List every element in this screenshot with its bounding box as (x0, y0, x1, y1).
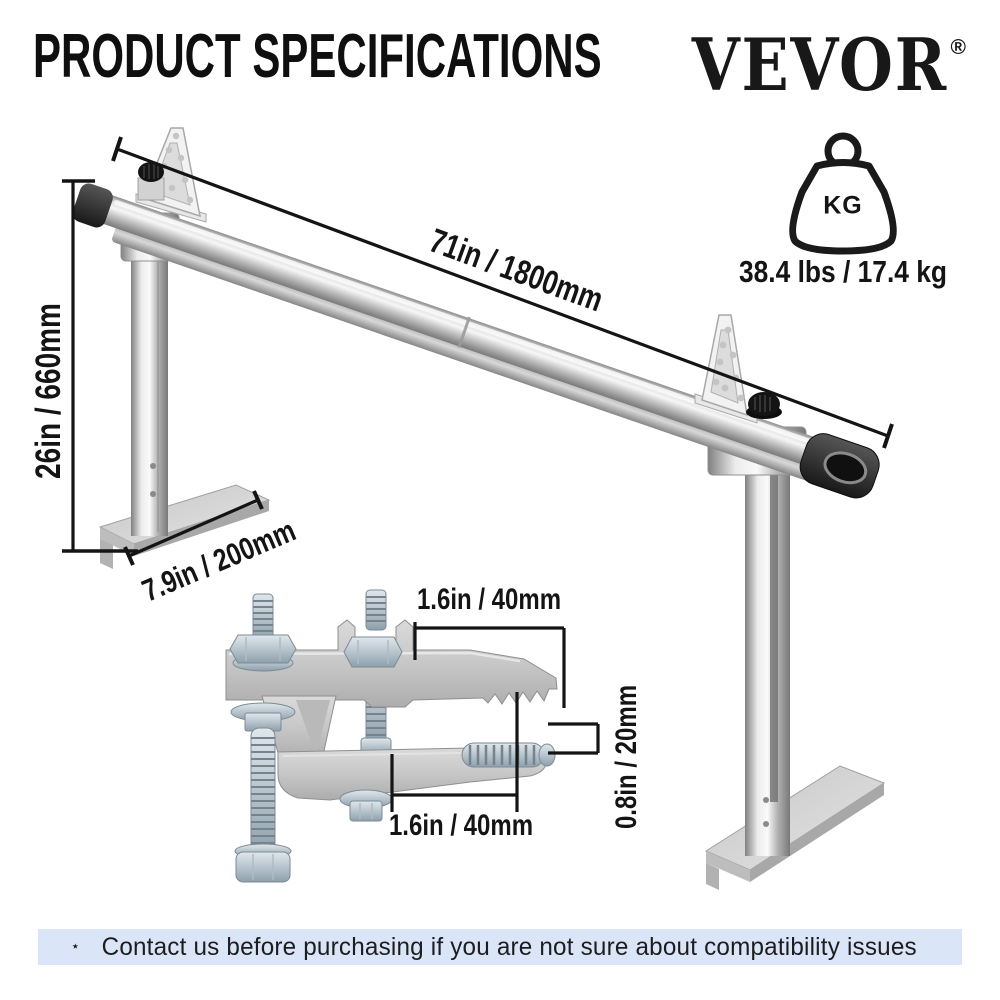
right-end-cap (799, 433, 880, 499)
rack-illustration (72, 127, 886, 890)
registered-trademark-symbol: ® (950, 36, 966, 59)
weight-value: 38.4 lbs / 17.4 kg (739, 254, 947, 289)
left-end-cap (72, 183, 113, 228)
kg-unit-label: KG (823, 191, 863, 220)
dimension-line-jaw-opening (548, 722, 600, 755)
right-adjust-knob (746, 392, 782, 419)
clamp-left-bolt (229, 634, 297, 883)
right-upright (745, 468, 790, 856)
clamp-top-nut (343, 636, 403, 668)
left-upright (131, 246, 168, 536)
left-adjust-knob (137, 162, 165, 201)
right-base-plate (704, 765, 886, 890)
compatibility-note: Contact us before purchasing if you are … (101, 932, 917, 961)
clamp-illustration (225, 589, 558, 883)
dimension-line-clamp-top (413, 622, 566, 708)
dimension-label-upright-height: 26in / 660mm (29, 303, 68, 479)
dimension-label-clamp-top: 1.6in / 40mm (416, 583, 562, 616)
brand-logo: VEVOR (691, 22, 948, 107)
dimension-line-bar-length (111, 136, 894, 449)
compatibility-banner: ⋆ Contact us before purchasing if you ar… (38, 929, 962, 965)
clamp-flange-nut (339, 789, 393, 822)
dimension-label-clamp-bottom: 1.6in / 40mm (388, 809, 534, 842)
kg-weight-icon (789, 132, 897, 255)
page-title: PRODUCT SPECIFICATIONS (33, 21, 602, 91)
dimension-line-clamp-bottom (390, 692, 519, 812)
clamp-screw-rod (461, 742, 556, 768)
right-gusset-bracket (694, 314, 758, 424)
crossbar (72, 183, 880, 499)
dimension-line-base-plate (123, 490, 264, 566)
dimension-label-jaw-opening: 0.8in / 20mm (610, 684, 643, 830)
star-icon: ⋆ (70, 938, 80, 955)
